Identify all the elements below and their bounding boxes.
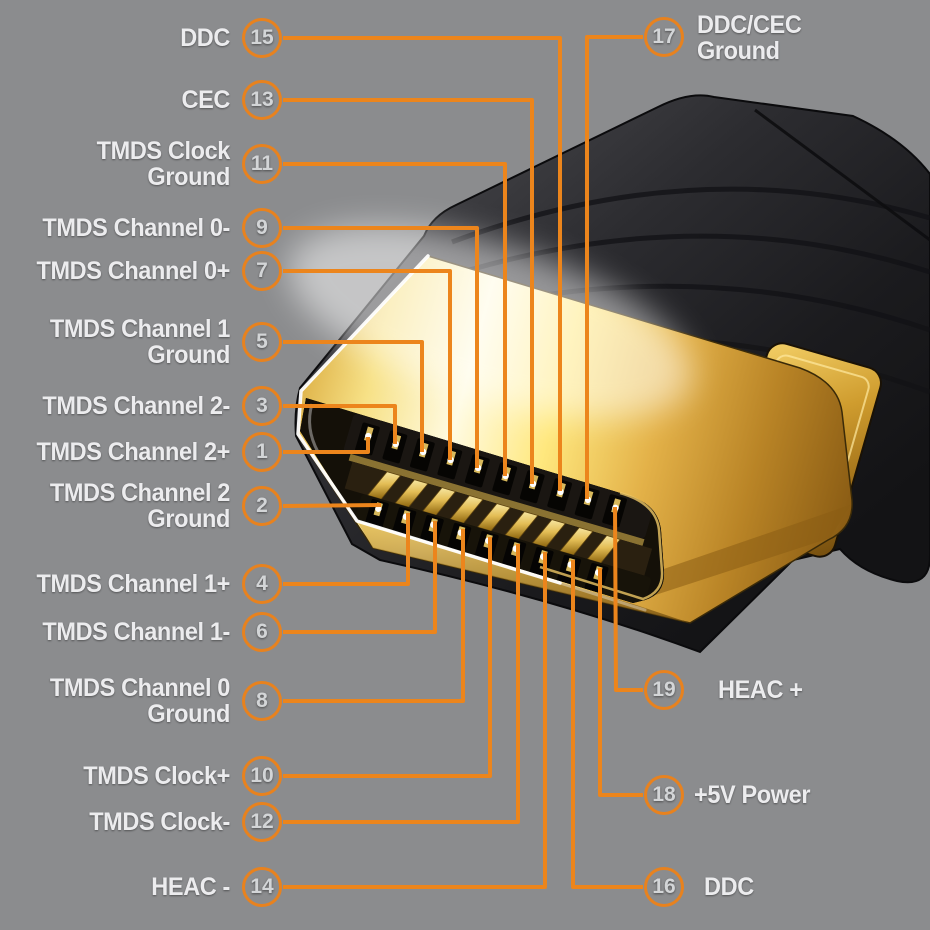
contact-pads [367,471,621,564]
pin-label-18: +5V Power [694,781,811,809]
pin-circle-19: 19 [644,670,684,710]
leader-line-pin-5 [283,340,424,452]
pin-circle-4: 4 [242,564,282,604]
leader-line-pin-16 [571,560,643,889]
leader-line-pin-12 [283,544,520,824]
pin-circle-2: 2 [242,486,282,526]
pin-label-8: TMDS Channel 0 Ground [49,674,231,728]
leader-line-pin-3 [283,404,397,444]
pin-label-16: DDC [704,873,754,901]
pin-label-3: TMDS Channel 2- [42,392,230,420]
leader-line-pin-1 [283,437,370,454]
leader-line-pin-4 [283,513,410,586]
pin-circle-1: 1 [242,432,282,472]
pin-circle-15: 15 [242,18,282,58]
leader-lines [282,35,643,889]
pin-circle-12: 12 [242,802,282,842]
pin-circle-17: 17 [644,17,684,57]
leader-line-pin-7 [283,269,452,460]
pin-label-9: TMDS Channel 0- [42,214,230,242]
pin-circle-18: 18 [644,775,684,815]
pin-label-12: TMDS Clock- [89,808,230,836]
pin-circle-8: 8 [242,681,282,721]
pin-label-1: TMDS Channel 2+ [36,438,231,466]
pin-label-6: TMDS Channel 1- [42,618,230,646]
bottom-pin-row [364,499,609,596]
leader-line-pin-19 [613,506,643,692]
pin-circle-14: 14 [242,867,282,907]
leader-line-pin-14 [283,552,547,889]
pin-circle-3: 3 [242,386,282,426]
leader-line-pin-18 [598,568,643,797]
pin-circle-16: 16 [644,867,684,907]
leader-line-pin-9 [283,226,479,468]
leader-line-pin-8 [283,529,465,703]
pin-circle-11: 11 [242,144,282,184]
pin-circle-13: 13 [242,80,282,120]
pin-label-10: TMDS Clock+ [83,762,230,790]
pin-circle-7: 7 [242,251,282,291]
leader-line-pin-11 [283,162,507,476]
pin-label-19: HEAC + [718,676,803,704]
leader-line-pin-6 [283,521,437,634]
pin-label-15: DDC [180,24,230,52]
pin-circle-10: 10 [242,756,282,796]
pin-label-14: HEAC - [151,873,230,901]
pin-label-4: TMDS Channel 1+ [36,570,231,598]
pin-label-17: DDC/CEC Ground [697,11,802,65]
pin-label-11: TMDS Clock Ground [96,137,231,191]
pin-circle-9: 9 [242,208,282,248]
leader-line-pin-13 [283,98,534,484]
leader-line-pin-2 [282,503,382,508]
pin-label-13: CEC [181,86,231,114]
pin-label-7: TMDS Channel 0+ [36,257,231,285]
leader-line-pin-15 [283,36,562,491]
pin-label-5: TMDS Channel 1 Ground [49,315,231,369]
pin-circle-6: 6 [242,612,282,652]
leader-line-pin-10 [283,537,492,778]
pin-circle-5: 5 [242,322,282,362]
pin-label-2: TMDS Channel 2 Ground [49,479,231,533]
leader-line-pin-17 [585,35,643,499]
